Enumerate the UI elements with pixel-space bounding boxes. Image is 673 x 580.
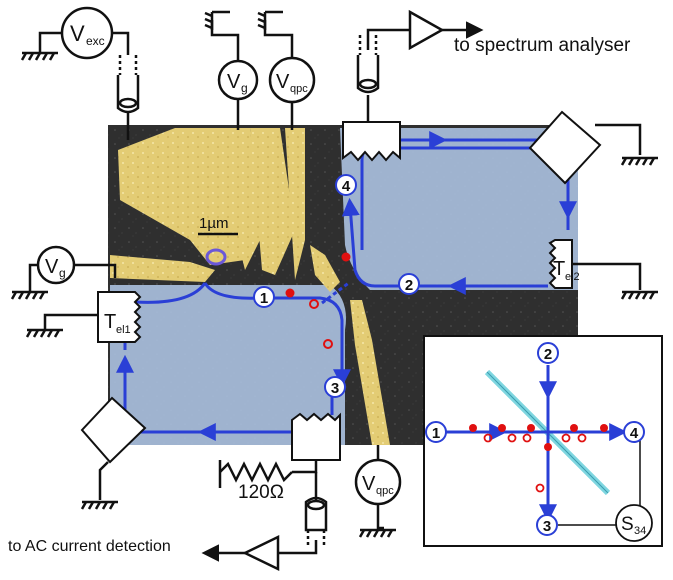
resistor-label: 120Ω bbox=[238, 482, 284, 503]
edge-channel-2-4 bbox=[341, 197, 548, 288]
gate-left-strip bbox=[110, 255, 215, 282]
ground-icon bbox=[358, 528, 396, 538]
vexc-label: V bbox=[70, 21, 85, 46]
tel1-sub: el1 bbox=[116, 324, 131, 336]
vqpc-bottom-sub: qpc bbox=[376, 485, 394, 497]
tel2-label: T bbox=[553, 258, 565, 280]
coax-icon bbox=[304, 496, 328, 548]
port-3: 3 bbox=[324, 376, 346, 398]
port-1-label: 1 bbox=[260, 290, 268, 307]
qpc-tunnel-line bbox=[321, 280, 351, 305]
gate-qpc-top bbox=[310, 245, 340, 292]
voltage-source-vqpc-bottom: V qpc bbox=[354, 458, 402, 506]
edge-channel-1-3 bbox=[203, 282, 351, 388]
vqpc-bottom-label: V bbox=[362, 473, 376, 495]
wiring bbox=[28, 20, 642, 562]
ground-icon bbox=[80, 500, 118, 510]
s34-label: S bbox=[621, 514, 634, 535]
coax-icon bbox=[116, 55, 140, 114]
amplifier-icon bbox=[408, 9, 445, 51]
scale-bar-label: 1µm bbox=[199, 215, 228, 232]
inset-schematic: 1 2 3 4 S 34 bbox=[423, 335, 663, 547]
ports: 1 2 3 4 bbox=[253, 174, 420, 398]
vg-label: V bbox=[227, 71, 241, 93]
amplifier-icon bbox=[242, 535, 280, 571]
particle-hollow bbox=[309, 299, 319, 309]
quasiparticle-markers bbox=[285, 252, 351, 349]
inset-port-1: 1 bbox=[425, 421, 447, 443]
s34-sub: 34 bbox=[634, 525, 646, 537]
contact-top bbox=[342, 121, 401, 162]
vqpc-label: V bbox=[276, 71, 290, 93]
particle-filled bbox=[285, 288, 295, 298]
svg-text:4: 4 bbox=[630, 425, 639, 442]
ground-icon bbox=[620, 290, 658, 300]
voltage-source-vqpc-top: V qpc bbox=[268, 56, 316, 104]
ground-icon bbox=[257, 10, 283, 30]
vg-left-label: V bbox=[45, 256, 59, 278]
ground-icon bbox=[25, 328, 63, 338]
gate-finger-3 bbox=[285, 128, 305, 280]
voltage-source-vexc: V exc bbox=[60, 6, 114, 60]
inset-port-2: 2 bbox=[537, 342, 559, 364]
port-3-label: 3 bbox=[331, 380, 339, 397]
svg-text:3: 3 bbox=[543, 518, 551, 535]
svg-text:2: 2 bbox=[544, 346, 552, 363]
contact-diamond-right bbox=[528, 110, 602, 185]
mesa-left bbox=[110, 285, 346, 445]
s34-correlator: S 34 bbox=[615, 504, 653, 542]
inset-port-3: 3 bbox=[536, 514, 558, 536]
inset-port-4: 4 bbox=[623, 421, 645, 443]
resistor-icon bbox=[219, 461, 293, 483]
port-4-label: 4 bbox=[342, 178, 351, 195]
dot-loop bbox=[205, 248, 227, 266]
coax-icon bbox=[356, 35, 380, 94]
inset-markers bbox=[469, 424, 608, 493]
ground-icon bbox=[620, 156, 658, 166]
gate-qpc-bottom bbox=[350, 300, 390, 445]
ground-symbols bbox=[10, 10, 658, 538]
voltage-source-vg-top: V g bbox=[217, 59, 259, 101]
port-1: 1 bbox=[253, 286, 275, 308]
tel1-label: T bbox=[104, 311, 116, 333]
contact-diamond-left bbox=[80, 396, 147, 464]
ground-icon bbox=[204, 10, 230, 30]
contact-tel1: T el1 bbox=[97, 291, 142, 343]
contact-tel2: T el2 bbox=[548, 239, 580, 289]
port-2: 2 bbox=[398, 273, 420, 295]
vqpc-sub: qpc bbox=[290, 83, 308, 95]
ground-icon bbox=[20, 51, 58, 61]
gate-finger-2 bbox=[250, 128, 295, 275]
port-4: 4 bbox=[335, 174, 357, 196]
vg-sub: g bbox=[241, 81, 248, 95]
contact-bottom bbox=[291, 412, 341, 461]
port-2-label: 2 bbox=[405, 277, 413, 294]
svg-text:1: 1 bbox=[432, 425, 440, 442]
coax-connectors bbox=[116, 35, 380, 548]
tel2-sub: el2 bbox=[565, 271, 580, 283]
spectrum-analyser-label: to spectrum analyser bbox=[454, 35, 631, 56]
gate-finger-1 bbox=[210, 128, 265, 270]
voltage-source-vg-left: V g bbox=[36, 245, 76, 285]
mesa-right bbox=[340, 128, 578, 290]
ground-icon bbox=[10, 290, 48, 300]
vexc-sub: exc bbox=[86, 34, 105, 48]
particle-hollow bbox=[323, 339, 333, 349]
ac-current-label: to AC current detection bbox=[8, 538, 171, 555]
particle-filled bbox=[341, 252, 351, 262]
vg-left-sub: g bbox=[59, 266, 66, 280]
